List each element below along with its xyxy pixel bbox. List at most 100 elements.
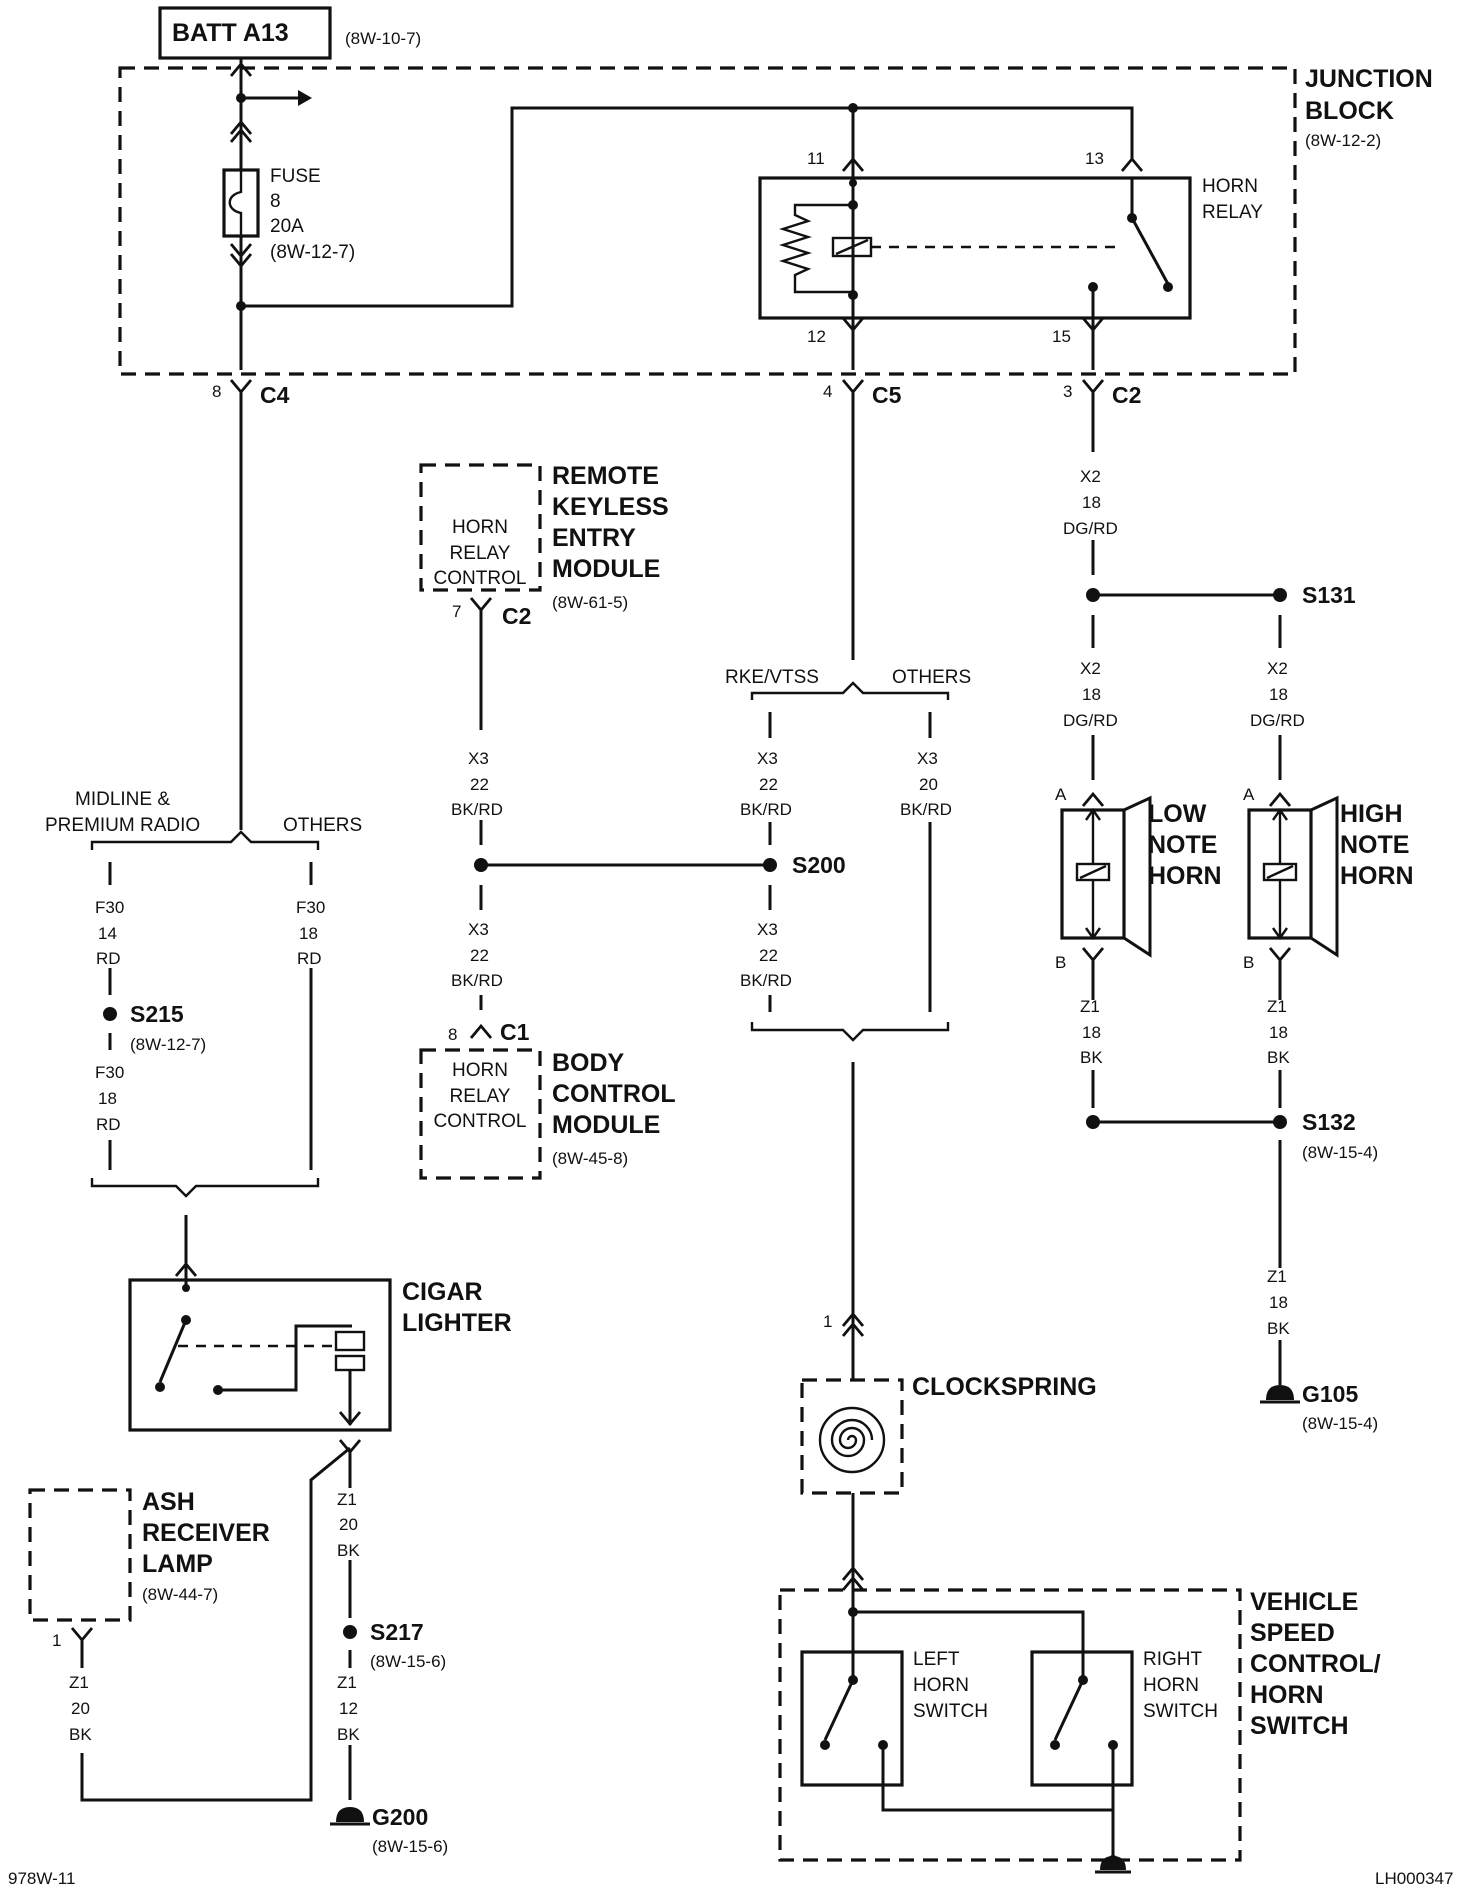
high-horn-pin-a: A xyxy=(1243,785,1255,804)
s215-ref: (8W-12-7) xyxy=(130,1035,206,1054)
connector-c4: 8 C4 xyxy=(212,378,290,408)
cigar-lighter-title-1: CIGAR xyxy=(402,1278,483,1306)
connector-c5: 4 C5 xyxy=(823,378,902,408)
left-horn-switch-1: LEFT xyxy=(913,1649,960,1670)
c5-branch-right: OTHERS xyxy=(892,667,971,688)
bcm-title-1: BODY xyxy=(552,1049,625,1077)
c5-branch-brace xyxy=(750,681,950,700)
clockspring: CLOCKSPRING xyxy=(800,1373,1097,1495)
x2-a-circuit: X2 xyxy=(1080,467,1101,486)
relay-pin-11: 11 xyxy=(807,149,825,168)
ground-g105-icon xyxy=(1260,1385,1300,1404)
c4-merge-brace xyxy=(90,1178,320,1198)
low-horn-pin-b: B xyxy=(1055,953,1066,972)
s217-ref: (8W-15-6) xyxy=(370,1652,446,1671)
z1-low-gauge: 18 xyxy=(1082,1023,1101,1042)
z1-ash-gauge: 20 xyxy=(71,1699,90,1718)
f30-mid-gauge: 14 xyxy=(98,924,117,943)
rke-module: HORN RELAY CONTROL REMOTE KEYLESS ENTRY … xyxy=(419,462,669,612)
x3-rke-color: BK/RD xyxy=(451,800,503,819)
footer-left: 978W-11 xyxy=(8,1869,75,1888)
c5-pin: 4 xyxy=(823,382,832,401)
z1-low-circuit: Z1 xyxy=(1080,997,1100,1016)
rke-title-1: REMOTE xyxy=(552,462,659,490)
s217-label: S217 xyxy=(370,1619,424,1645)
rke-title-3: ENTRY xyxy=(552,524,636,552)
high-note-horn: A B HIGH NOTE HORN xyxy=(1243,785,1414,972)
rke-inner-1: HORN xyxy=(452,517,508,538)
x2-c-color: DG/RD xyxy=(1250,711,1305,730)
low-horn-title-3: HORN xyxy=(1148,862,1222,890)
fuse-label: FUSE xyxy=(270,166,321,187)
z1-g105-gauge: 18 xyxy=(1269,1293,1288,1312)
high-horn-title-1: HIGH xyxy=(1340,800,1403,828)
ash-lamp-pin: 1 xyxy=(52,1631,61,1650)
ash-receiver-lamp: ASH RECEIVER LAMP (8W-44-7) xyxy=(28,1488,270,1622)
junction-block-ref: (8W-12-2) xyxy=(1305,131,1381,150)
junction-block: JUNCTION BLOCK (8W-12-2) xyxy=(118,65,1433,376)
c2-jb-name: C2 xyxy=(1112,382,1141,408)
x3-bcm-circuit: X3 xyxy=(468,920,489,939)
fuse-8: FUSE 8 20A (8W-12-7) xyxy=(222,58,355,370)
g200-ref: (8W-15-6) xyxy=(372,1837,448,1856)
x2-a-color: DG/RD xyxy=(1063,519,1118,538)
low-horn-pin-a: A xyxy=(1055,785,1067,804)
x3-bcm-gauge: 22 xyxy=(470,946,489,965)
c4-name: C4 xyxy=(260,382,290,408)
bcm-inner-1: HORN xyxy=(452,1060,508,1081)
right-horn-switch-1: RIGHT xyxy=(1143,1649,1203,1670)
ash-lamp-title-3: LAMP xyxy=(142,1550,213,1578)
f30-others-gauge: 18 xyxy=(299,924,318,943)
x3-rke-circuit: X3 xyxy=(468,749,489,768)
z1-g200-color: BK xyxy=(337,1725,360,1744)
f30-low-circuit: F30 xyxy=(95,1063,124,1082)
f30-others-circuit: F30 xyxy=(296,898,325,917)
x3-bcm-color: BK/RD xyxy=(451,971,503,990)
fuse-rating: 20A xyxy=(270,216,304,237)
c2-rke-name: C2 xyxy=(502,603,531,629)
z1-high-color: BK xyxy=(1267,1048,1290,1067)
x2-b-gauge: 18 xyxy=(1082,685,1101,704)
c4-branch-right: OTHERS xyxy=(283,815,362,836)
left-horn-switch-3: SWITCH xyxy=(913,1701,988,1722)
x2-b-circuit: X2 xyxy=(1080,659,1101,678)
fuse-ref: (8W-12-7) xyxy=(270,242,355,263)
bcm-ref: (8W-45-8) xyxy=(552,1149,628,1168)
battery-label: BATT A13 xyxy=(172,19,289,47)
f30-mid-circuit: F30 xyxy=(95,898,124,917)
ash-lamp-title-1: ASH xyxy=(142,1488,195,1516)
rke-title-4: MODULE xyxy=(552,555,660,583)
c5-name: C5 xyxy=(872,382,902,408)
bcm-inner-2: RELAY xyxy=(450,1086,511,1107)
junction-block-title-2: BLOCK xyxy=(1305,97,1394,125)
c5-branch-left: RKE/VTSS xyxy=(725,667,819,688)
x3-c5a-circuit: X3 xyxy=(757,749,778,768)
z1-lighter-gauge: 20 xyxy=(339,1515,358,1534)
bcm-title-3: MODULE xyxy=(552,1111,660,1139)
ash-lamp-ref: (8W-44-7) xyxy=(142,1585,218,1604)
rke-title-2: KEYLESS xyxy=(552,493,669,521)
c1-bcm-name: C1 xyxy=(500,1019,530,1045)
battery-source: BATT A13 (8W-10-7) xyxy=(158,6,421,60)
body-control-module: HORN RELAY CONTROL BODY CONTROL MODULE (… xyxy=(419,1048,676,1180)
f30-mid-color: RD xyxy=(96,949,121,968)
s215-label: S215 xyxy=(130,1001,184,1027)
f30-low-color: RD xyxy=(96,1115,121,1134)
vsc-title-3: CONTROL/ xyxy=(1250,1650,1381,1678)
g105-ref: (8W-15-4) xyxy=(1302,1414,1378,1433)
x3-others-gauge: 20 xyxy=(919,775,938,794)
bcm-inner-3: CONTROL xyxy=(434,1111,527,1132)
c4-branch-left-1: MIDLINE & xyxy=(75,789,170,810)
rke-inner-3: CONTROL xyxy=(434,568,527,589)
high-horn-pin-b: B xyxy=(1243,953,1254,972)
s200-label: S200 xyxy=(792,852,846,878)
z1-g105-circuit: Z1 xyxy=(1267,1267,1287,1286)
clockspring-title: CLOCKSPRING xyxy=(912,1373,1097,1401)
relay-feed-wire xyxy=(241,106,1134,308)
vsc-title-2: SPEED xyxy=(1250,1619,1335,1647)
c4-branch-left-2: PREMIUM RADIO xyxy=(45,815,200,836)
z1-lighter-color: BK xyxy=(337,1541,360,1560)
z1-low-color: BK xyxy=(1080,1048,1103,1067)
c4-pin: 8 xyxy=(212,382,221,401)
